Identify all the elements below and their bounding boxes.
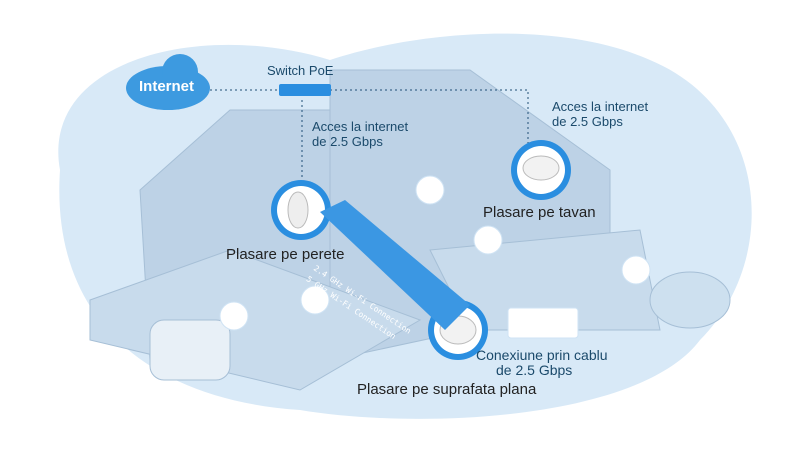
uplink-right-line2: de 2.5 Gbps — [552, 114, 623, 129]
desk-placement-label: Plasare pe suprafata plana — [357, 381, 537, 398]
gamepad-icon — [415, 175, 445, 205]
uplink-left-line2: de 2.5 Gbps — [312, 134, 383, 149]
uplink-right-line1: Acces la internet — [552, 99, 649, 114]
phone-icon — [219, 301, 249, 331]
devices-icon — [507, 307, 579, 339]
cable-line — [210, 89, 529, 180]
wired-line1: Conexiune prin cablu — [476, 347, 608, 363]
ceiling-placement-label: Plasare pe tavan — [483, 204, 596, 221]
access-point-ceiling — [511, 140, 571, 200]
wall-placement-label: Plasare pe perete — [226, 246, 345, 263]
access-point-wall — [271, 180, 331, 240]
wired-line2: de 2.5 Gbps — [496, 362, 573, 378]
uplink-left-line1: Acces la internet — [312, 119, 409, 134]
phone-icon — [621, 255, 651, 285]
switch-label: Switch PoE — [267, 63, 334, 78]
device-icons — [219, 175, 651, 339]
wifi-band — [320, 200, 470, 330]
internet-label: Internet — [139, 78, 195, 95]
tablet-icon — [300, 285, 330, 315]
tv-icon — [473, 225, 503, 255]
poe-switch — [279, 84, 331, 96]
